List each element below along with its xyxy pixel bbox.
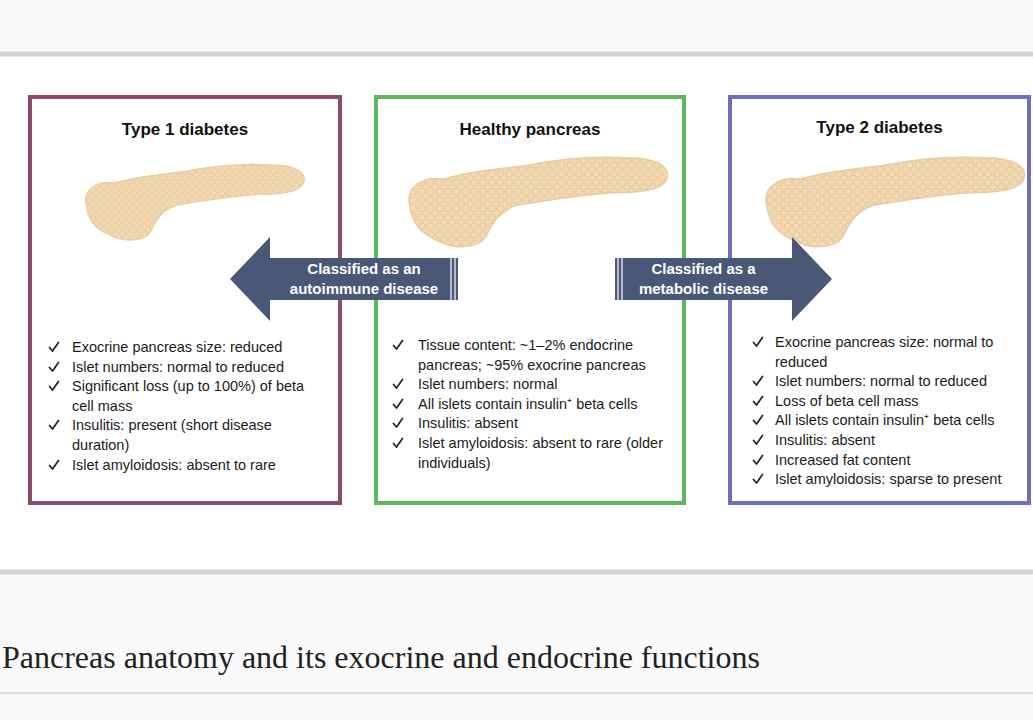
check-stroke	[50, 362, 59, 371]
check-stroke	[754, 377, 763, 386]
feature-text: Insulitis: present (short disease durati…	[72, 417, 272, 453]
check-mark	[392, 398, 404, 410]
feature-item: Insulitis: absent	[418, 414, 670, 434]
feature-item: Islet numbers: normal to reduced	[775, 372, 1030, 392]
check-stroke	[394, 399, 403, 408]
feature-text: Islet numbers: normal	[418, 376, 557, 392]
feature-item: Loss of beta cell mass	[775, 392, 1030, 412]
feature-text: Islet amyloidosis: absent to rare (older…	[418, 435, 663, 471]
pancreas-illustration	[766, 157, 1025, 246]
feature-list: Exocrine pancreas size: reducedIslet num…	[72, 338, 318, 475]
feature-item: Islet amyloidosis: absent to rare	[72, 456, 318, 476]
check-mark	[48, 459, 60, 471]
check-mark	[752, 395, 764, 407]
feature-item: Tissue content: ~1–2% endocrine pancreas…	[418, 336, 670, 375]
feature-text: Exocrine pancreas size: normal to reduce…	[775, 334, 993, 370]
feature-text: Exocrine pancreas size: reduced	[72, 339, 282, 355]
feature-item: Exocrine pancreas size: reduced	[72, 338, 318, 358]
check-mark	[392, 339, 404, 351]
arrow-tail-stripe	[454, 258, 455, 300]
check-stroke	[50, 343, 59, 352]
check-stroke	[394, 419, 403, 428]
check-mark	[48, 341, 60, 353]
check-mark	[752, 454, 764, 466]
feature-item: Insulitis: absent	[775, 431, 1030, 451]
check-stroke	[754, 396, 763, 405]
feature-item: Exocrine pancreas size: normal to reduce…	[775, 333, 1030, 372]
arrow-tail-stripe	[621, 258, 622, 300]
feature-text: Insulitis: absent	[775, 432, 875, 448]
diagram-panel: Type 2 diabetesExocrine pancreas size: n…	[728, 95, 1031, 505]
check-mark	[392, 417, 404, 429]
figure-caption: Pancreas anatomy and its exocrine and en…	[2, 637, 760, 677]
feature-list: Tissue content: ~1–2% endocrine pancreas…	[418, 336, 670, 473]
feature-text: Significant loss (up to 100%) of beta ce…	[72, 378, 304, 414]
check-stroke	[394, 380, 403, 389]
check-stroke	[754, 338, 763, 347]
feature-list: Exocrine pancreas size: normal to reduce…	[775, 333, 1030, 490]
feature-item: Islet amyloidosis: absent to rare (older…	[418, 434, 670, 473]
pancreas-illustration	[409, 157, 668, 246]
feature-text: Islet amyloidosis: sparse to present	[775, 471, 1001, 487]
block-arrow-shape	[230, 237, 458, 321]
check-stroke	[50, 382, 59, 391]
feature-item: Increased fat content	[775, 451, 1030, 471]
diagram-panel: Type 1 diabetesExocrine pancreas size: r…	[28, 95, 342, 505]
feature-item: Islet numbers: normal to reduced	[72, 358, 318, 378]
feature-text: All islets contain insulin⁺ beta cells	[775, 412, 994, 428]
check-mark	[48, 380, 60, 392]
check-mark	[752, 336, 764, 348]
diagram-panel: Healthy pancreasTissue content: ~1–2% en…	[374, 95, 686, 505]
check-stroke	[754, 455, 763, 464]
feature-text: Tissue content: ~1–2% endocrine pancreas…	[418, 337, 646, 373]
feature-text: Increased fat content	[775, 452, 910, 468]
feature-item: All islets contain insulin⁺ beta cells	[775, 411, 1030, 431]
check-mark	[392, 378, 404, 390]
check-mark	[48, 361, 60, 373]
feature-item: Islet numbers: normal	[418, 375, 670, 395]
check-stroke	[754, 435, 763, 444]
arrow-tail-stripe	[617, 258, 618, 300]
check-stroke	[754, 475, 763, 484]
check-mark	[752, 375, 764, 387]
check-stroke	[50, 460, 59, 469]
block-arrow	[615, 237, 832, 321]
check-stroke	[394, 341, 403, 350]
pancreas-illustration	[86, 164, 305, 240]
block-arrow-shape	[615, 237, 832, 321]
feature-text: Insulitis: absent	[418, 415, 518, 431]
check-mark	[48, 419, 60, 431]
check-mark	[752, 414, 764, 426]
feature-text: Islet amyloidosis: absent to rare	[72, 457, 276, 473]
panel-heading: Type 1 diabetes	[28, 95, 342, 140]
check-stroke	[50, 421, 59, 430]
arrow-tail-stripe	[450, 258, 451, 300]
feature-item: Insulitis: present (short disease durati…	[72, 416, 318, 455]
check-mark	[392, 437, 404, 449]
feature-item: Islet amyloidosis: sparse to present	[775, 470, 1030, 490]
check-mark	[752, 473, 764, 485]
check-stroke	[754, 416, 763, 425]
caption-rule	[0, 692, 1033, 694]
feature-text: Islet numbers: normal to reduced	[775, 373, 987, 389]
block-arrow	[230, 237, 458, 321]
arrow-label: Classified as an autoimmune disease	[278, 259, 450, 299]
figure-panel	[0, 54, 1033, 572]
panel-heading: Type 2 diabetes	[728, 95, 1031, 138]
feature-text: Islet numbers: normal to reduced	[72, 359, 284, 375]
arrow-label: Classified as a metabolic disease	[623, 259, 784, 299]
feature-text: All islets contain insulin⁺ beta cells	[418, 396, 637, 412]
feature-text: Loss of beta cell mass	[775, 393, 918, 409]
check-stroke	[394, 438, 403, 447]
check-mark	[752, 434, 764, 446]
feature-item: Significant loss (up to 100%) of beta ce…	[72, 377, 318, 416]
panel-heading: Healthy pancreas	[374, 95, 686, 140]
feature-item: All islets contain insulin⁺ beta cells	[418, 395, 670, 415]
